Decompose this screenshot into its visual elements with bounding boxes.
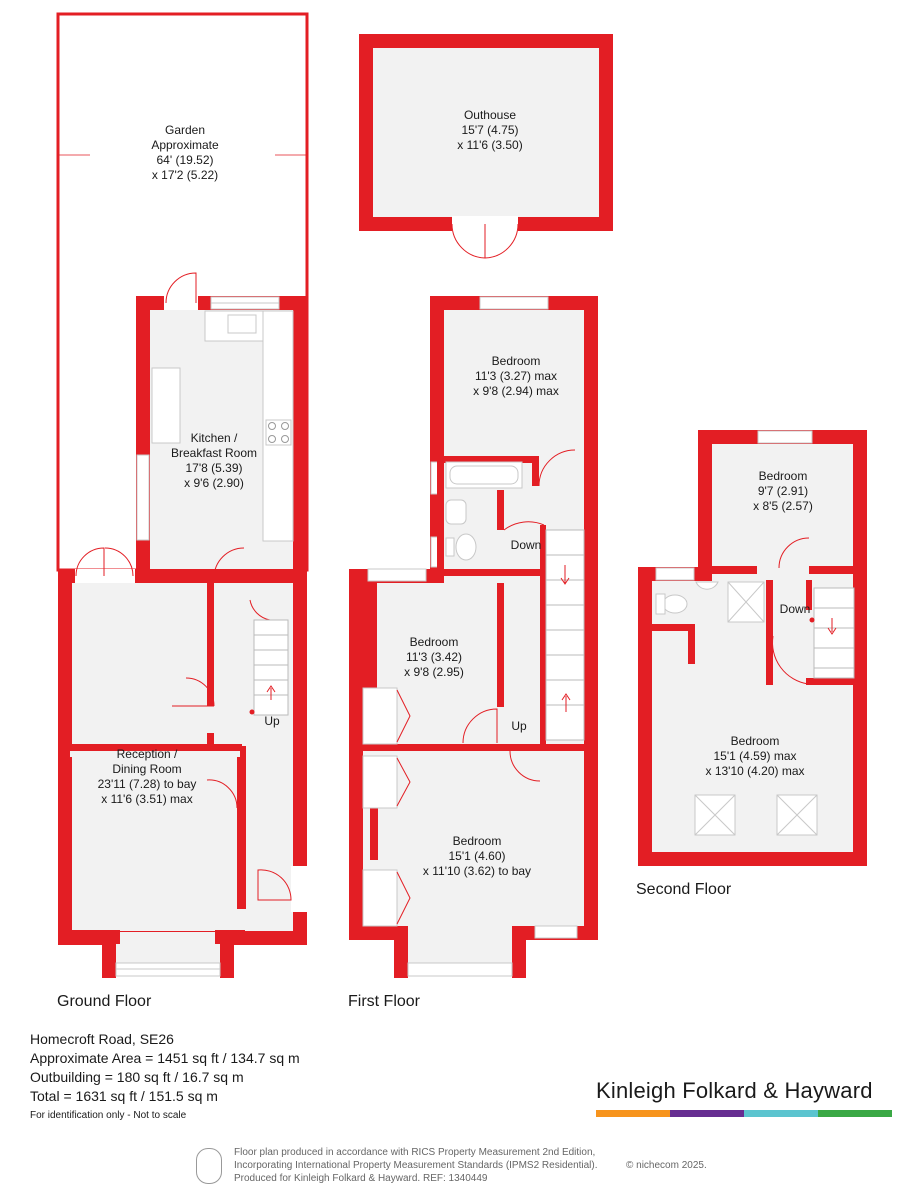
reception-dimensions: 23'11 (7.28) to bay — [98, 777, 197, 791]
footer-line-2: Incorporating International Property Mea… — [234, 1160, 598, 1171]
first-stairs-down-label: Down — [511, 538, 542, 552]
approximate-area: Approximate Area = 1451 sq ft / 134.7 sq… — [30, 1050, 300, 1066]
footer: Floor plan produced in accordance with R… — [196, 1146, 707, 1185]
outhouse-dimensions-2: x 11'6 (3.50) — [457, 138, 522, 152]
reception-dimensions-2: x 11'6 (3.51) max — [101, 792, 192, 806]
brand-color-bar — [596, 1110, 892, 1117]
disclaimer: For identification only - Not to scale — [30, 1110, 187, 1121]
garden-label-2: Approximate — [151, 138, 219, 152]
ff-bedroom-middle-dimensions-2: x 9'8 (2.95) — [404, 665, 464, 679]
outhouse: Outhouse 15'7 (4.75) x 11'6 (3.50) — [359, 34, 613, 259]
garden-dimensions: 64' (19.52) — [157, 153, 214, 167]
second-stairs — [809, 587, 855, 679]
sf-bedroom-large-dimensions-2: x 13'10 (4.20) max — [705, 764, 804, 778]
ff-bedroom-middle-label: Bedroom — [410, 635, 459, 649]
agent-brand: Kinleigh Folkard & Hayward — [596, 1078, 892, 1117]
sf-bedroom-large-label: Bedroom — [731, 734, 780, 748]
copyright: © nichecom 2025. — [626, 1160, 707, 1171]
footer-line-1: Floor plan produced in accordance with R… — [234, 1147, 596, 1158]
total-area: Total = 1631 sq ft / 151.5 sq m — [30, 1088, 218, 1104]
ff-bedroom-rear-label: Bedroom — [492, 354, 541, 368]
reception-label: Reception / — [117, 747, 178, 761]
outhouse-dimensions: 15'7 (4.75) — [462, 123, 519, 137]
footer-line-3: Produced for Kinleigh Folkard & Hayward.… — [234, 1173, 488, 1184]
sf-bedroom-small-dimensions: 9'7 (2.91) — [758, 484, 808, 498]
sf-bedroom-large-dimensions: 15'1 (4.59) max — [714, 749, 797, 763]
address: Homecroft Road, SE26 — [30, 1031, 174, 1047]
kitchen-dimensions-2: x 9'6 (2.90) — [184, 476, 244, 490]
property-info: Homecroft Road, SE26 Approximate Area = … — [30, 1030, 300, 1125]
ff-bedroom-front-dimensions-2: x 11'10 (3.62) to bay — [423, 864, 531, 878]
second-floor-plan: Down Bedroom 9'7 (2.91) x 8'5 (2.57) Bed… — [638, 430, 867, 866]
brand-bar-green — [818, 1110, 892, 1117]
garden-dimensions-2: x 17'2 (5.22) — [152, 168, 218, 182]
ground-floor-plan: Up Kitchen / Breakfast Room 17'8 (5.39) … — [58, 272, 307, 978]
outhouse-label: Outhouse — [464, 108, 516, 122]
sf-bedroom-small-dimensions-2: x 8'5 (2.57) — [753, 499, 813, 513]
ff-bedroom-rear-dimensions-2: x 9'8 (2.94) max — [473, 384, 559, 398]
first-stairs — [540, 529, 585, 741]
first-stairs-up-label: Up — [511, 719, 527, 733]
brand-bar-orange — [596, 1110, 670, 1117]
second-floor-title: Second Floor — [636, 881, 732, 898]
person-icon — [196, 1148, 222, 1184]
ff-bedroom-front-dimensions: 15'1 (4.60) — [449, 849, 506, 863]
ff-bedroom-front-label: Bedroom — [453, 834, 502, 848]
kitchen-label: Kitchen / — [191, 431, 238, 445]
reception-label-2: Dining Room — [112, 762, 181, 776]
ground-floor-title: Ground Floor — [57, 993, 152, 1010]
ff-bedroom-middle-dimensions: 11'3 (3.42) — [406, 650, 462, 664]
first-floor-title: First Floor — [348, 993, 421, 1010]
kitchen-label-2: Breakfast Room — [171, 446, 257, 460]
ground-stairs — [249, 619, 289, 716]
kitchen-dimensions: 17'8 (5.39) — [186, 461, 243, 475]
second-stairs-down-label: Down — [780, 602, 811, 616]
garden-label: Garden — [165, 123, 205, 137]
ff-bedroom-rear-dimensions: 11'3 (3.27) max — [475, 369, 557, 383]
ground-stairs-up-label: Up — [264, 714, 280, 728]
outbuilding-area: Outbuilding = 180 sq ft / 16.7 sq m — [30, 1069, 244, 1085]
brand-bar-teal — [744, 1110, 818, 1117]
first-floor-plan: Down Up Bedroom 11'3 (3.27) max x 9'8 (2… — [349, 296, 598, 978]
sf-bedroom-small-label: Bedroom — [759, 469, 808, 483]
agent-name: Kinleigh Folkard & Hayward — [596, 1078, 873, 1103]
brand-bar-purple — [670, 1110, 744, 1117]
